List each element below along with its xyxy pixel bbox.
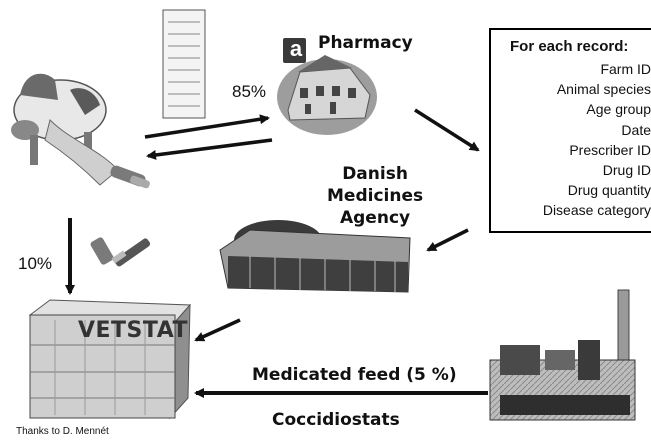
pharmacy-building [277, 55, 377, 135]
record-field-date: Date [621, 121, 651, 138]
pct-pharmacy: 85% [232, 82, 267, 101]
record-field-farm-id: Farm ID [600, 61, 651, 77]
credit-label: Thanks to D. Mennét [16, 426, 109, 437]
record-field-prescriber-id: Prescriber ID [569, 141, 651, 158]
pct-vet: 10% [18, 254, 53, 273]
record-field-list: Farm ID Animal species Age group Date Pr… [543, 59, 651, 221]
cow-picture [11, 73, 150, 189]
agency-label: Danish Medicines Agency [327, 163, 423, 229]
coccidiostats-label: Coccidiostats [272, 410, 400, 430]
agency-label-line-3: Agency [339, 208, 411, 228]
pharmacy-label: Pharmacy [318, 33, 413, 53]
pharmacy-logo-icon [283, 38, 306, 63]
vetstat-server [28, 299, 192, 420]
feed-mill-factory [489, 289, 636, 421]
record-box: For each record: Farm ID Animal species … [489, 28, 651, 233]
prescription-paper [162, 9, 206, 119]
agency-label-line-1: Danish [342, 164, 408, 184]
medicated-feed-label: Medicated feed (5 %) [252, 365, 457, 385]
vet-medicine-picture [90, 237, 151, 267]
record-field-animal-species: Animal species [556, 81, 651, 98]
agency-label-line-2: Medicines [327, 186, 424, 206]
pharmacy-logo-letter: a [289, 36, 303, 61]
record-field-age-group: Age group [586, 101, 651, 118]
record-field-drug-quantity: Drug quantity [567, 182, 651, 199]
record-field-disease-category: Disease category [542, 202, 651, 219]
record-field-drug-id: Drug ID [602, 162, 651, 179]
record-box-title: For each record: [510, 38, 629, 55]
flow-arrows [65, 108, 488, 398]
agency-building [219, 220, 411, 293]
vetstat-label: VETSTAT [78, 318, 189, 343]
